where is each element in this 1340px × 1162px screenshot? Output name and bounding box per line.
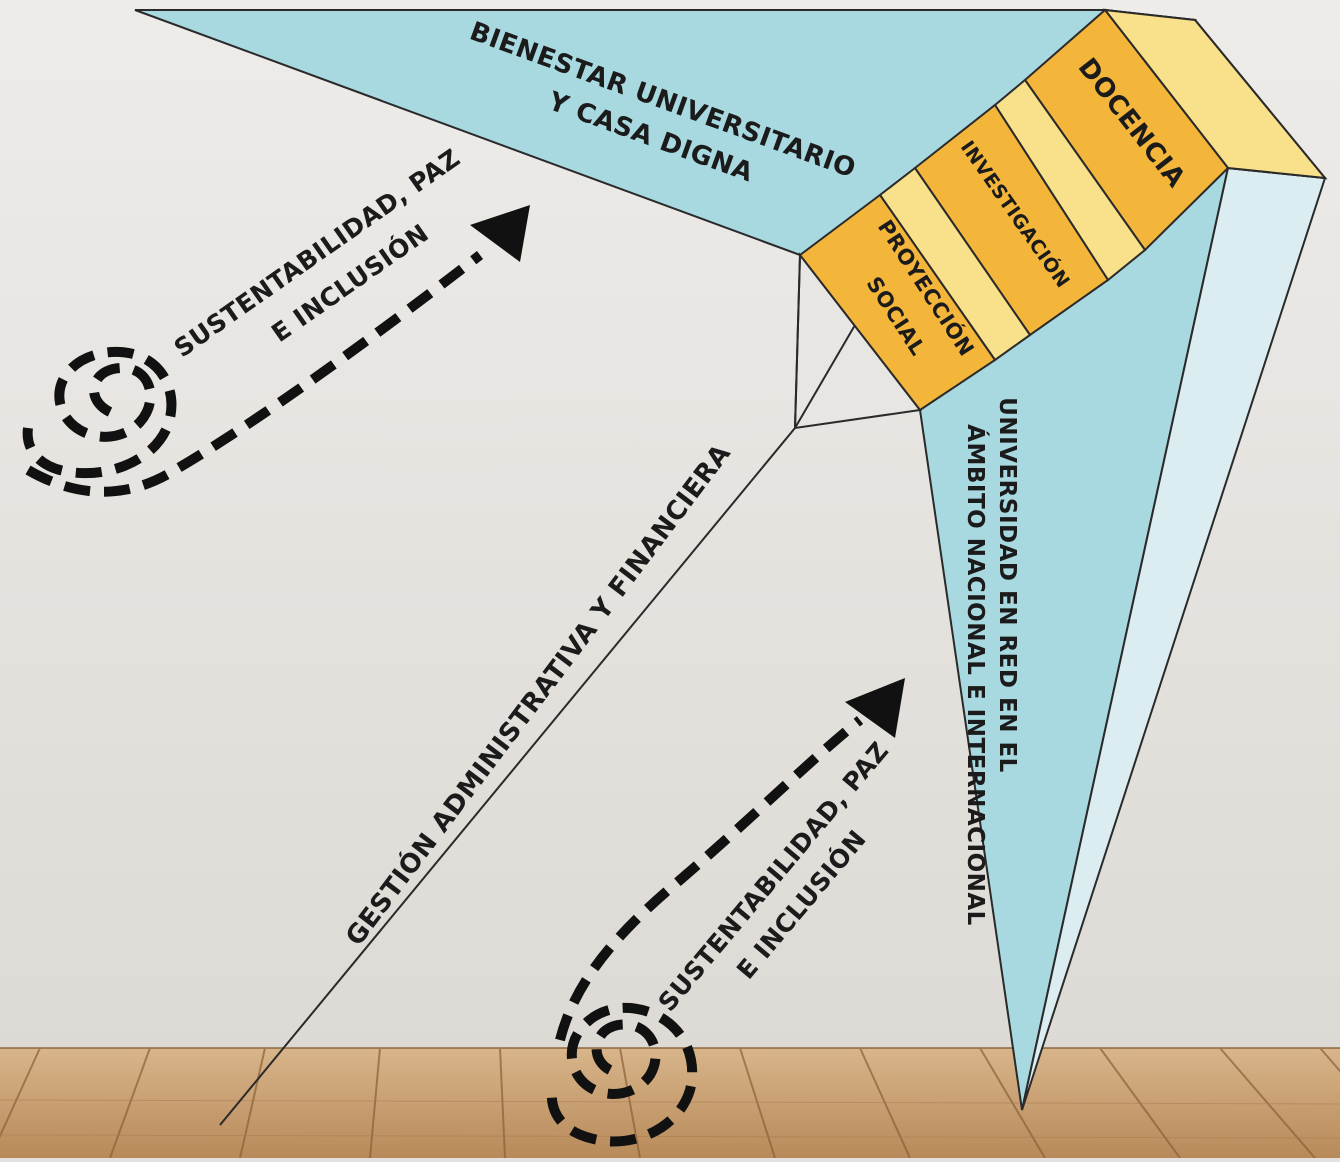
- dashed-spiral-arrow-top: [22, 251, 484, 497]
- arrowhead-bottom: [845, 678, 905, 738]
- label-universidad-line2: ÁMBITO NACIONAL E INTERNACIONAL: [962, 424, 990, 926]
- label-universidad-line1: UNIVERSIDAD EN RED EN EL: [994, 397, 1020, 773]
- wooden-floor: [0, 1047, 1340, 1159]
- arrowhead-top: [470, 205, 530, 262]
- center-blocks: [798, 8, 1328, 412]
- dashed-spiral-arrow-bottom: [546, 716, 864, 1147]
- plane-spine-line: [219, 427, 796, 1126]
- proyeccion-block: [798, 193, 997, 412]
